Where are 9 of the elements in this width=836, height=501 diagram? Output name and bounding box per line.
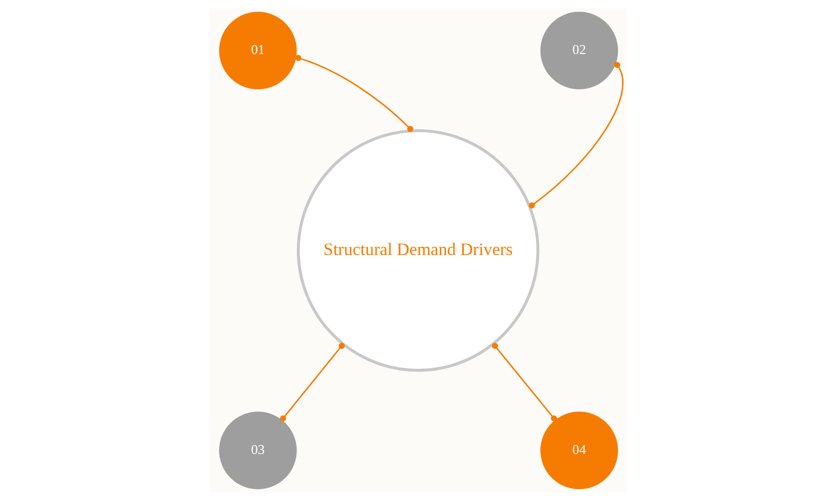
- connector: [280, 342, 344, 422]
- node-circle: 03: [218, 412, 296, 490]
- node-circle: 02: [540, 12, 618, 90]
- connector: [491, 342, 556, 422]
- connector: [294, 54, 413, 132]
- node-circle: 04: [540, 412, 618, 490]
- connector: [528, 62, 624, 208]
- node-circle: Structural Demand Drivers: [296, 129, 539, 372]
- node-circle: 01: [218, 12, 296, 90]
